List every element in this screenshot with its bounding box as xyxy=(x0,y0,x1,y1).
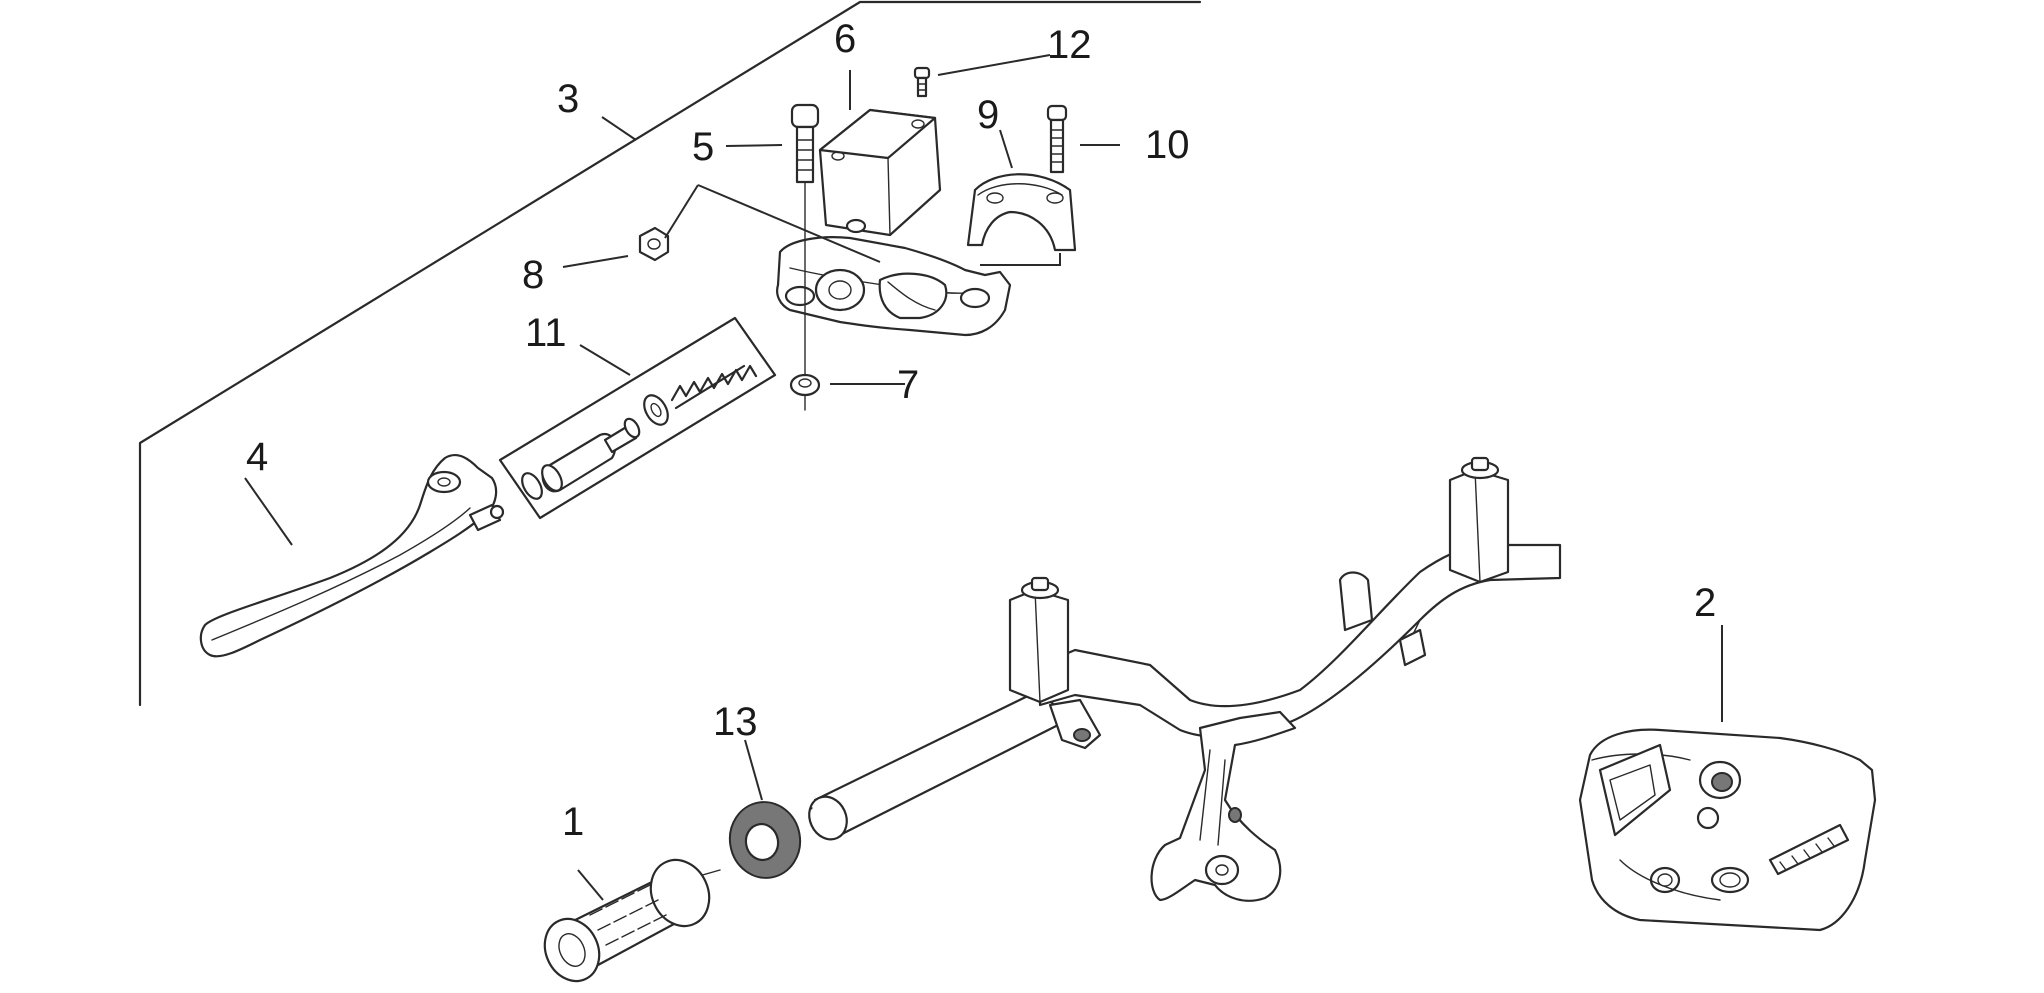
control-unit-icon xyxy=(1578,728,1877,932)
callout-7: 7 xyxy=(897,363,919,407)
pivot-bolt-icon xyxy=(790,103,820,411)
callout-12: 12 xyxy=(1047,23,1092,67)
nut-icon xyxy=(638,226,670,262)
washer-nut-icon xyxy=(789,373,821,397)
callout-6: 6 xyxy=(834,17,856,61)
callout-13: 13 xyxy=(713,700,758,744)
callout-4: 4 xyxy=(246,435,268,479)
clamp-cap-icon xyxy=(966,173,1077,252)
callout-5: 5 xyxy=(692,125,714,169)
leader-lines xyxy=(244,54,1723,901)
piston-kit-icon xyxy=(498,316,777,520)
brake-lever-icon xyxy=(199,453,505,658)
spacer-ring-icon xyxy=(649,801,813,891)
callout-9: 9 xyxy=(977,93,999,137)
callout-8: 8 xyxy=(522,253,544,297)
assembly-outline xyxy=(138,0,1202,707)
clamp-screw-icon xyxy=(1046,104,1068,174)
callout-10: 10 xyxy=(1145,123,1190,167)
master-cylinder-icon xyxy=(776,108,1012,337)
callout-11: 11 xyxy=(525,311,567,355)
reservoir-screw-icon xyxy=(913,66,931,98)
callout-3: 3 xyxy=(557,77,579,121)
callout-labels: 3 4 5 6 7 8 9 10 11 12 13 1 2 xyxy=(246,17,1716,844)
callout-1: 1 xyxy=(562,800,584,844)
handle-grip-icon xyxy=(543,858,711,983)
handlebar-icon xyxy=(808,456,1562,902)
callout-2: 2 xyxy=(1694,581,1716,625)
